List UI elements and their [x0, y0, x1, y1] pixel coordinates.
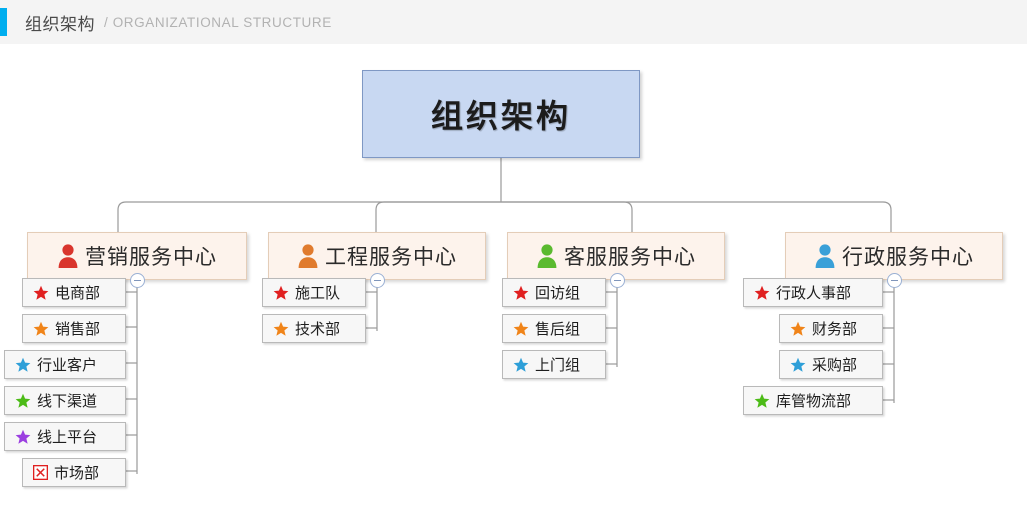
star-icon: [754, 285, 770, 300]
leaf-node[interactable]: 上门组: [502, 350, 606, 379]
x-box-icon: [33, 465, 48, 480]
minus-icon: [891, 280, 898, 281]
minus-icon: [374, 280, 381, 281]
division-label: 客服服务中心: [564, 245, 696, 269]
person-icon: [537, 244, 557, 268]
org-chart-canvas: 组织架构 营销服务中心 工程服务中心 客服服务中心: [0, 44, 1027, 516]
leaf-node[interactable]: 库管物流部: [743, 386, 883, 415]
root-node-label: 组织架构: [430, 97, 571, 135]
star-icon: [33, 285, 49, 300]
page-header: 组织架构 / ORGANIZATIONAL STRUCTURE: [0, 0, 1027, 44]
leaf-label: 施工队: [295, 284, 341, 302]
leaf-label: 售后组: [535, 320, 581, 338]
person-icon: [58, 244, 78, 268]
star-icon: [273, 321, 289, 336]
star-icon: [513, 321, 529, 336]
star-icon: [15, 393, 31, 408]
leaf-node[interactable]: 电商部: [22, 278, 126, 307]
person-icon: [815, 244, 835, 268]
star-icon: [33, 321, 49, 336]
star-icon: [513, 357, 529, 372]
collapse-toggle-marketing[interactable]: [130, 273, 145, 288]
division-node-administration[interactable]: 行政服务中心: [785, 232, 1003, 280]
leaf-node[interactable]: 行业客户: [4, 350, 126, 379]
star-icon: [790, 357, 806, 372]
collapse-toggle-engineering[interactable]: [370, 273, 385, 288]
star-icon: [513, 285, 529, 300]
leaf-label: 上门组: [535, 356, 581, 374]
star-icon: [15, 429, 31, 444]
leaf-node[interactable]: 销售部: [22, 314, 126, 343]
leaf-label: 线下渠道: [37, 392, 98, 410]
root-node[interactable]: 组织架构: [362, 70, 640, 158]
leaf-label: 采购部: [812, 356, 858, 374]
division-label: 行政服务中心: [842, 245, 974, 269]
leaf-label: 库管物流部: [776, 392, 852, 410]
star-icon: [754, 393, 770, 408]
leaf-node[interactable]: 线上平台: [4, 422, 126, 451]
leaf-node[interactable]: 采购部: [779, 350, 883, 379]
collapse-toggle-administration[interactable]: [887, 273, 902, 288]
leaf-label: 行政人事部: [776, 284, 852, 302]
page-subtitle: / ORGANIZATIONAL STRUCTURE: [104, 14, 332, 30]
division-label: 工程服务中心: [325, 245, 457, 269]
collapse-toggle-customer-service[interactable]: [610, 273, 625, 288]
leaf-node[interactable]: 行政人事部: [743, 278, 883, 307]
page-title: 组织架构: [25, 14, 95, 35]
leaf-node[interactable]: 售后组: [502, 314, 606, 343]
star-icon: [273, 285, 289, 300]
star-icon: [790, 321, 806, 336]
leaf-node[interactable]: 施工队: [262, 278, 366, 307]
division-node-marketing[interactable]: 营销服务中心: [27, 232, 247, 280]
person-icon: [298, 244, 318, 268]
leaf-node[interactable]: 技术部: [262, 314, 366, 343]
division-node-customer-service[interactable]: 客服服务中心: [507, 232, 725, 280]
division-node-engineering[interactable]: 工程服务中心: [268, 232, 486, 280]
leaf-label: 线上平台: [37, 428, 98, 446]
leaf-node[interactable]: 财务部: [779, 314, 883, 343]
leaf-label: 行业客户: [37, 356, 98, 374]
star-icon: [15, 357, 31, 372]
leaf-node[interactable]: 线下渠道: [4, 386, 126, 415]
leaf-label: 技术部: [295, 320, 341, 338]
leaf-label: 市场部: [54, 464, 100, 482]
minus-icon: [134, 280, 141, 281]
leaf-label: 回访组: [535, 284, 581, 302]
leaf-label: 电商部: [55, 284, 101, 302]
division-label: 营销服务中心: [85, 245, 217, 269]
leaf-node[interactable]: 市场部: [22, 458, 126, 487]
leaf-label: 财务部: [812, 320, 858, 338]
leaf-label: 销售部: [55, 320, 101, 338]
leaf-node[interactable]: 回访组: [502, 278, 606, 307]
minus-icon: [614, 280, 621, 281]
header-accent-bar: [0, 8, 7, 36]
